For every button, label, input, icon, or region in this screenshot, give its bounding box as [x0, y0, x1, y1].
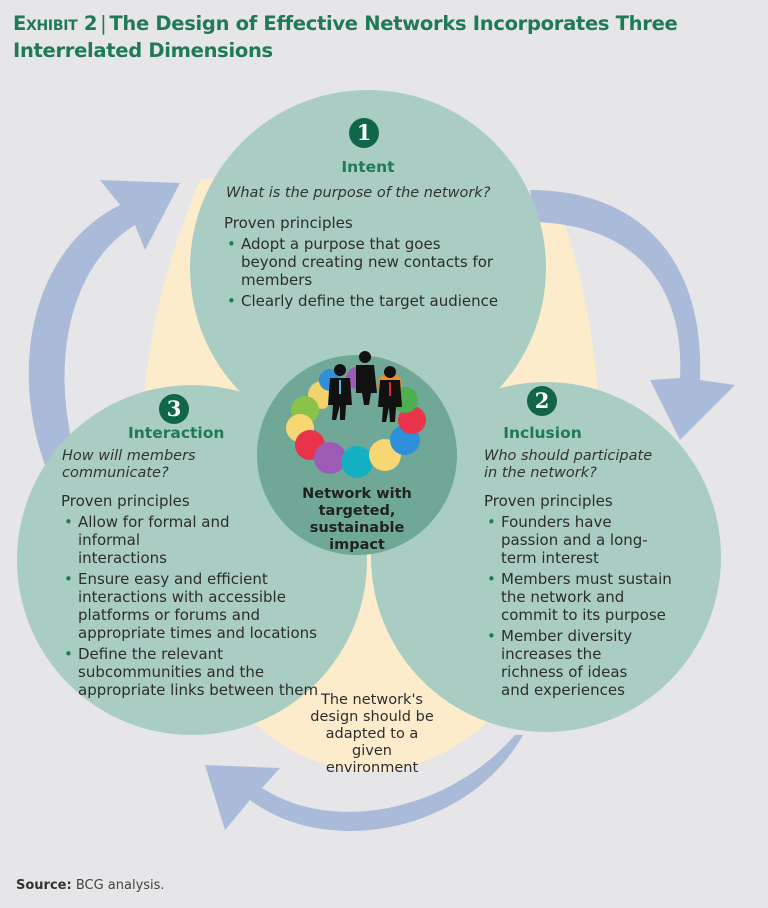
title-separator: | [100, 12, 107, 35]
interaction-principle-item: Allow for formal and informal interactio… [61, 513, 233, 567]
intent-question: What is the purpose of the network? [226, 185, 491, 201]
interaction-number-badge: 3 [159, 394, 189, 424]
arrow-interaction-to-intent [28, 180, 180, 465]
inclusion-number-badge: 2 [527, 386, 557, 416]
arrow-intent-to-inclusion [530, 190, 735, 440]
interaction-principle-item: Ensure easy and efficient interactions w… [61, 570, 326, 642]
interaction-principles-label: Proven principles [61, 492, 190, 510]
exhibit-title: Exhibit 2|The Design of Effective Networ… [13, 10, 753, 64]
source-label: Source: [16, 878, 72, 893]
exhibit-label: Exhibit 2 [13, 12, 98, 35]
inclusion-question: Who should participate in the network? [484, 448, 653, 481]
environment-note: The network's design should be adapted t… [310, 692, 434, 776]
exhibit-title-text: The Design of Effective Networks Incorpo… [13, 12, 678, 62]
inclusion-principle-item: Founders have passion and a long-term in… [484, 513, 671, 567]
inclusion-principles-label: Proven principles [484, 492, 613, 510]
intent-principles-label: Proven principles [224, 214, 353, 232]
puzzle-ring-image [286, 351, 426, 478]
source-text: BCG analysis. [75, 878, 165, 893]
interaction-heading: Interaction [128, 424, 225, 442]
intent-number-badge: 1 [349, 118, 379, 148]
intent-principle-item: Clearly define the target audience [224, 292, 514, 310]
inclusion-principle-item: Members must sustain the network and com… [484, 570, 681, 624]
interaction-principles: Proven principles Allow for formal and i… [61, 492, 326, 702]
intent-heading: Intent [341, 158, 395, 176]
intent-principles: Proven principles Adopt a purpose that g… [224, 214, 514, 313]
center-label: Network with targeted, sustainable impac… [302, 486, 412, 553]
inclusion-heading: Inclusion [503, 424, 582, 442]
inclusion-principle-item: Member diversity increases the richness … [484, 627, 651, 699]
interaction-principle-item: Define the relevant subcommunities and t… [61, 645, 326, 699]
intent-principle-item: Adopt a purpose that goes beyond creatin… [224, 235, 501, 289]
source-note: Source: BCG analysis. [16, 878, 165, 893]
arrow-inclusion-to-interaction [205, 735, 523, 831]
interaction-question: How will members communicate? [62, 448, 196, 481]
inclusion-principles: Proven principles Founders have passion … [484, 492, 684, 702]
